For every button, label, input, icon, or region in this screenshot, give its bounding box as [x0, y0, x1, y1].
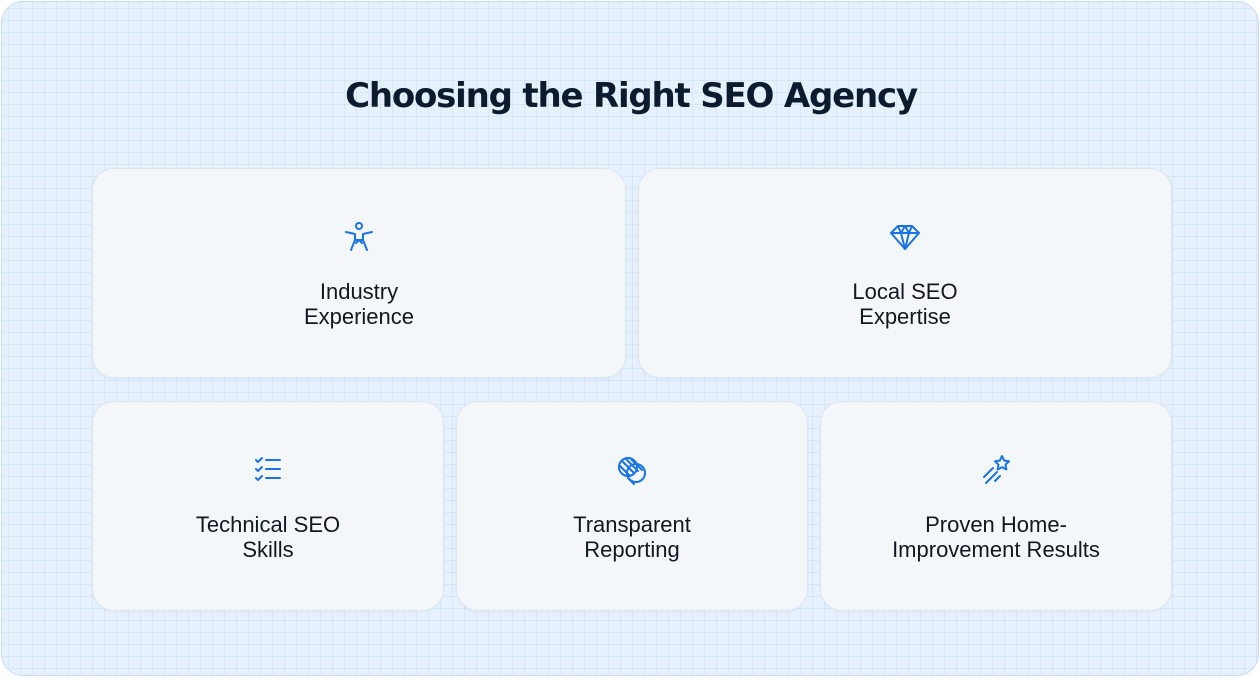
accessibility-person-icon — [341, 219, 377, 255]
card-local-seo-expertise: Local SEO Expertise — [638, 168, 1172, 378]
checklist-icon — [250, 452, 286, 488]
striped-circles-icon — [614, 452, 650, 488]
card-technical-seo-skills: Technical SEO Skills — [92, 401, 444, 611]
card-label: Transparent Reporting — [573, 512, 691, 562]
shooting-star-icon — [978, 452, 1014, 488]
page-title: Choosing the Right SEO Agency — [345, 76, 918, 116]
card-label: Proven Home- Improvement Results — [892, 512, 1100, 562]
card-label: Industry Experience — [303, 279, 415, 329]
card-transparent-reporting: Transparent Reporting — [456, 401, 808, 611]
card-proven-results: Proven Home- Improvement Results — [820, 401, 1172, 611]
diamond-icon — [887, 219, 923, 255]
card-label: Technical SEO Skills — [195, 512, 341, 562]
card-industry-experience: Industry Experience — [92, 168, 626, 378]
card-label: Local SEO Expertise — [852, 279, 958, 329]
